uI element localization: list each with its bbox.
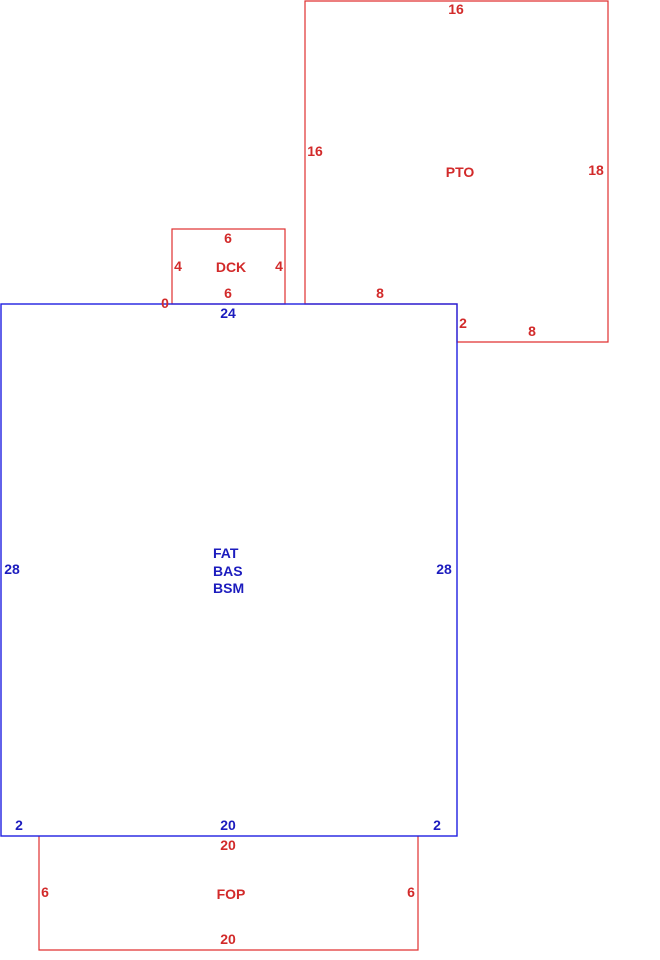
fop-dim-top: 20 <box>220 837 236 853</box>
fop-dim-left: 6 <box>41 884 49 900</box>
dck-dim-top: 6 <box>224 230 232 246</box>
fop-dim-bottom: 20 <box>220 931 236 947</box>
pto-dim-step-horizontal: 8 <box>528 323 536 339</box>
pto-dim-step-vertical: 2 <box>459 315 467 331</box>
fop-dim-right: 6 <box>407 884 415 900</box>
main-code-fat: FAT <box>213 545 239 561</box>
main-dim-bottom: 20 <box>220 817 236 833</box>
dck-dim-bottom: 6 <box>224 285 232 301</box>
main-code-bsm: BSM <box>213 580 244 596</box>
main-code-bas: BAS <box>213 563 243 579</box>
dck-dim-left: 4 <box>174 258 182 274</box>
main-dim-right: 28 <box>436 561 452 577</box>
main-dim-left: 28 <box>4 561 20 577</box>
fop-code: FOP <box>217 886 246 902</box>
pto-dim-top: 16 <box>448 1 464 17</box>
dck-dim-right: 4 <box>275 258 283 274</box>
fop-outline <box>38 836 419 951</box>
main-dim-bottom-right: 2 <box>433 817 441 833</box>
pto-dim-right: 18 <box>588 162 604 178</box>
pto-dim-bottom: 8 <box>376 285 384 301</box>
pto-code: PTO <box>446 164 475 180</box>
dck-dim-offset: 0 <box>161 295 169 311</box>
pto-dim-left: 16 <box>307 143 323 159</box>
main-house-outline <box>0 303 458 837</box>
dck-code: DCK <box>216 259 246 275</box>
main-dim-bottom-left: 2 <box>15 817 23 833</box>
main-dim-top: 24 <box>220 305 236 321</box>
